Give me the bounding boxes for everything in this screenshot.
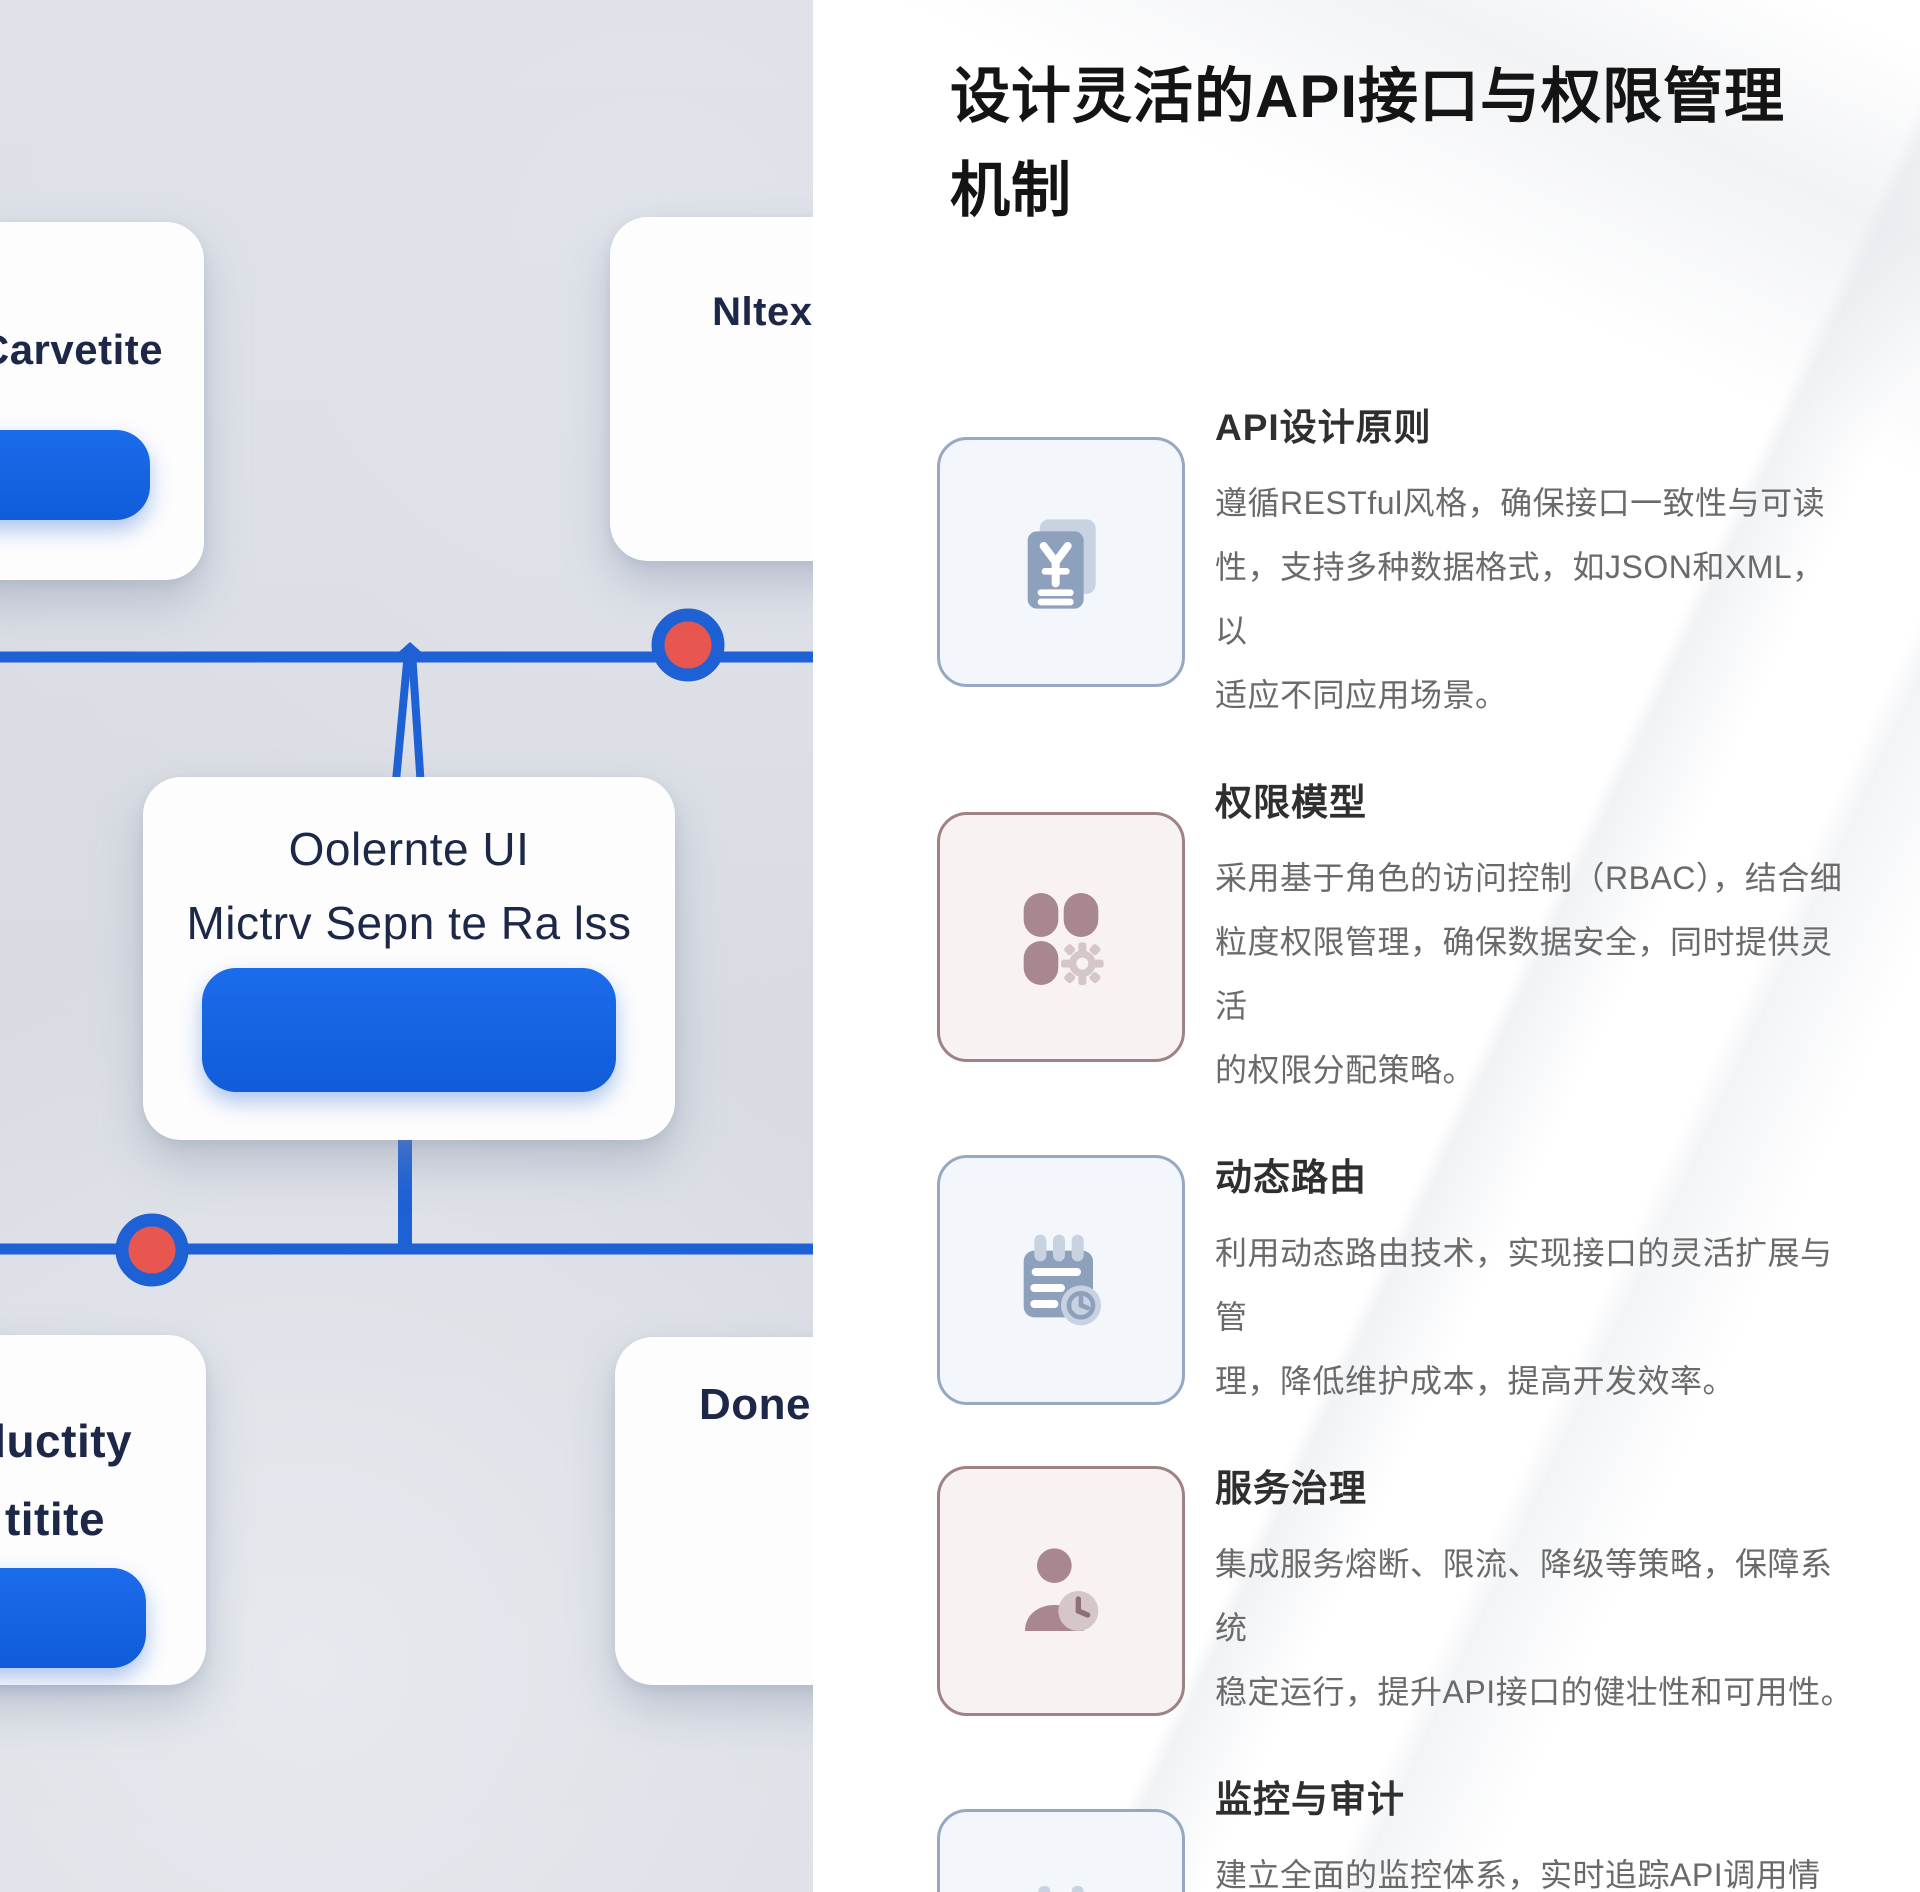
feature-card-dynamic-routing: 动态路由 利用动态路由技术，实现接口的灵活扩展与管 理，降低维护成本，提高开发效… [937, 1147, 1897, 1413]
flow-node-label: Oolernte UI Mictrv Sepn te Ra lss [186, 823, 632, 949]
feature-text: 监控与审计 建立全面的监控体系，实时追踪API调用情 况，同时记录操作日志，便于… [1215, 1769, 1855, 1892]
waypoint-red-dot-top [651, 608, 725, 682]
feature-title: API设计原则 [1215, 407, 1432, 448]
feature-title: 监控与审计 [1215, 1779, 1405, 1820]
feature-title: 动态路由 [1215, 1157, 1367, 1198]
flow-node-top-left [0, 222, 204, 580]
calendar-check-icon [1038, 1886, 1084, 1892]
feature-icon-tile [937, 812, 1185, 1062]
flow-node-top-right [610, 217, 813, 561]
invoice-pages-icon [1027, 519, 1096, 609]
feature-card-permission-model: 权限模型 采用基于角色的访问控制（RBAC），结合细 粒度权限管理，确保数据安全… [937, 772, 1897, 1102]
flow-node-bottom-right [615, 1337, 813, 1685]
feature-card-service-governance: 服务治理 集成服务熔断、限流、降级等策略，保障系统 稳定运行，提升API接口的健… [937, 1458, 1897, 1724]
page-title: 设计灵活的API接口与权限管理 机制 [950, 63, 1786, 224]
flow-node-label: Done [699, 1380, 811, 1429]
flow-node-label: Carvetite [0, 326, 164, 373]
feature-description: 遵循RESTful风格，确保接口一致性与可读 性，支持多种数据格式，如JSON和… [1215, 485, 1826, 713]
feature-icon-tile [937, 437, 1185, 687]
feature-text: 服务治理 集成服务熔断、限流、降级等策略，保障系统 稳定运行，提升API接口的健… [1215, 1458, 1855, 1724]
content-panel: 设计灵活的API接口与权限管理 机制 API设计原则 遵循RESTful风格，确… [813, 0, 1920, 1892]
user-clock-icon [1025, 1548, 1099, 1631]
feature-description: 利用动态路由技术，实现接口的灵活扩展与管 理，降低维护成本，提高开发效率。 [1215, 1235, 1833, 1399]
waypoint-red-dot-bottom [115, 1213, 189, 1287]
flow-node-button [0, 430, 150, 520]
feature-card-monitoring-audit: 监控与审计 建立全面的监控体系，实时追踪API调用情 况，同时记录操作日志，便于… [937, 1769, 1897, 1892]
feature-title: 服务治理 [1215, 1468, 1367, 1509]
feature-description: 集成服务熔断、限流、降级等策略，保障系统 稳定运行，提升API接口的健壮性和可用… [1215, 1546, 1854, 1710]
feature-text: 权限模型 采用基于角色的访问控制（RBAC），结合细 粒度权限管理，确保数据安全… [1215, 772, 1855, 1102]
roles-gear-icon [1023, 893, 1104, 985]
flow-node-button [0, 1568, 146, 1668]
feature-card-api-design: API设计原则 遵循RESTful风格，确保接口一致性与可读 性，支持多种数据格… [937, 397, 1897, 727]
feature-icon-tile [937, 1809, 1185, 1892]
flow-node-button [202, 968, 616, 1092]
feature-description: 建立全面的监控体系，实时追踪API调用情 况，同时记录操作日志，便于问题定位与合… [1215, 1857, 1821, 1892]
feature-icon-tile [937, 1466, 1185, 1716]
feature-icon-tile [937, 1155, 1185, 1405]
feature-description: 采用基于角色的访问控制（RBAC），结合细 粒度权限管理，确保数据安全，同时提供… [1215, 860, 1843, 1088]
flow-node-label: Nltexti [712, 290, 813, 334]
feature-text: 动态路由 利用动态路由技术，实现接口的灵活扩展与管 理，降低维护成本，提高开发效… [1215, 1147, 1855, 1413]
feature-title: 权限模型 [1215, 782, 1367, 823]
feature-list: API设计原则 遵循RESTful风格，确保接口一致性与可读 性，支持多种数据格… [937, 397, 1897, 1892]
flowchart-illustration: Carvetite Nltexti Oolernte UI Mictrv Sep… [0, 0, 813, 1892]
flow-node-label: ductity titite [0, 1415, 133, 1545]
flowchart-connectors [0, 608, 813, 1287]
feature-text: API设计原则 遵循RESTful风格，确保接口一致性与可读 性，支持多种数据格… [1215, 397, 1855, 727]
notepad-clock-icon [1023, 1234, 1101, 1326]
